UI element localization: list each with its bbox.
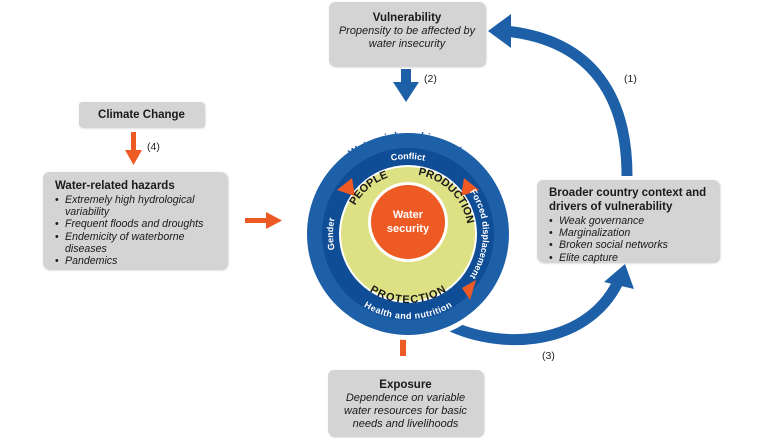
conflict-label: Conflict: [390, 151, 426, 163]
context-item: Marginalization: [549, 227, 713, 239]
arrowhead-vulnerability: [488, 14, 511, 48]
hazards-box: Water-related hazards Extremely high hyd…: [43, 172, 227, 269]
core-label-line2: security: [387, 223, 430, 235]
arrow-context-to-vulnerability: [504, 25, 633, 177]
arrow-hazards-right-head: [266, 212, 282, 229]
hazard-item: Extremely high hydrological variability: [55, 194, 221, 218]
context-list: Weak governance Marginalization Broken s…: [549, 215, 713, 264]
hazard-item: Pandemics: [55, 255, 221, 267]
arrow-exposure-up-shaft: [400, 334, 406, 356]
vulnerability-title: Vulnerability: [372, 12, 442, 24]
arrow-circle-to-context: [433, 279, 623, 345]
context-item: Weak governance: [549, 215, 713, 227]
arrow-vulnerability-down-head: [393, 82, 419, 102]
arrow-vulnerability-down-shaft: [401, 69, 411, 83]
climate-change-box: Climate Change: [79, 102, 204, 127]
hazard-item: Frequent floods and droughts: [55, 218, 221, 230]
exposure-description: Dependence on variable water resources f…: [344, 392, 467, 430]
core-label-line1: Water: [393, 209, 424, 221]
vulnerability-description: Propensity to be affected by water insec…: [338, 25, 476, 50]
ring-pointer-left: [337, 178, 355, 196]
context-title: Broader country context and drivers of v…: [549, 187, 707, 213]
exposure-title: Exposure: [379, 379, 432, 391]
arrow-climate-down-shaft: [131, 132, 136, 152]
vulnerability-box: Vulnerability Propensity to be affected …: [329, 2, 485, 66]
arrowhead-context: [604, 264, 634, 289]
climate-change-title: Climate Change: [98, 109, 185, 121]
context-item: Elite capture: [549, 252, 713, 264]
step-number-2: (2): [424, 73, 437, 85]
ring-pointer-right: [461, 178, 479, 196]
step-number-4: (4): [147, 141, 160, 153]
hazards-list: Extremely high hydrological variability …: [55, 194, 221, 267]
exposure-box: Exposure Dependence on variable water re…: [328, 370, 483, 436]
step-number-3: (3): [542, 350, 555, 362]
context-box: Broader country context and drivers of v…: [537, 180, 719, 264]
hazards-title: Water-related hazards: [55, 180, 175, 192]
arrow-hazards-right-shaft: [245, 218, 267, 223]
ring-pointer-bottom: [462, 280, 476, 300]
arrow-climate-down-head: [125, 150, 142, 165]
water-security-core: [371, 185, 445, 259]
context-item: Broken social networks: [549, 239, 713, 251]
gender-label: Gender: [325, 216, 337, 251]
step-number-1: (1): [624, 73, 637, 85]
hazard-item: Endemicity of waterborne diseases: [55, 231, 221, 255]
